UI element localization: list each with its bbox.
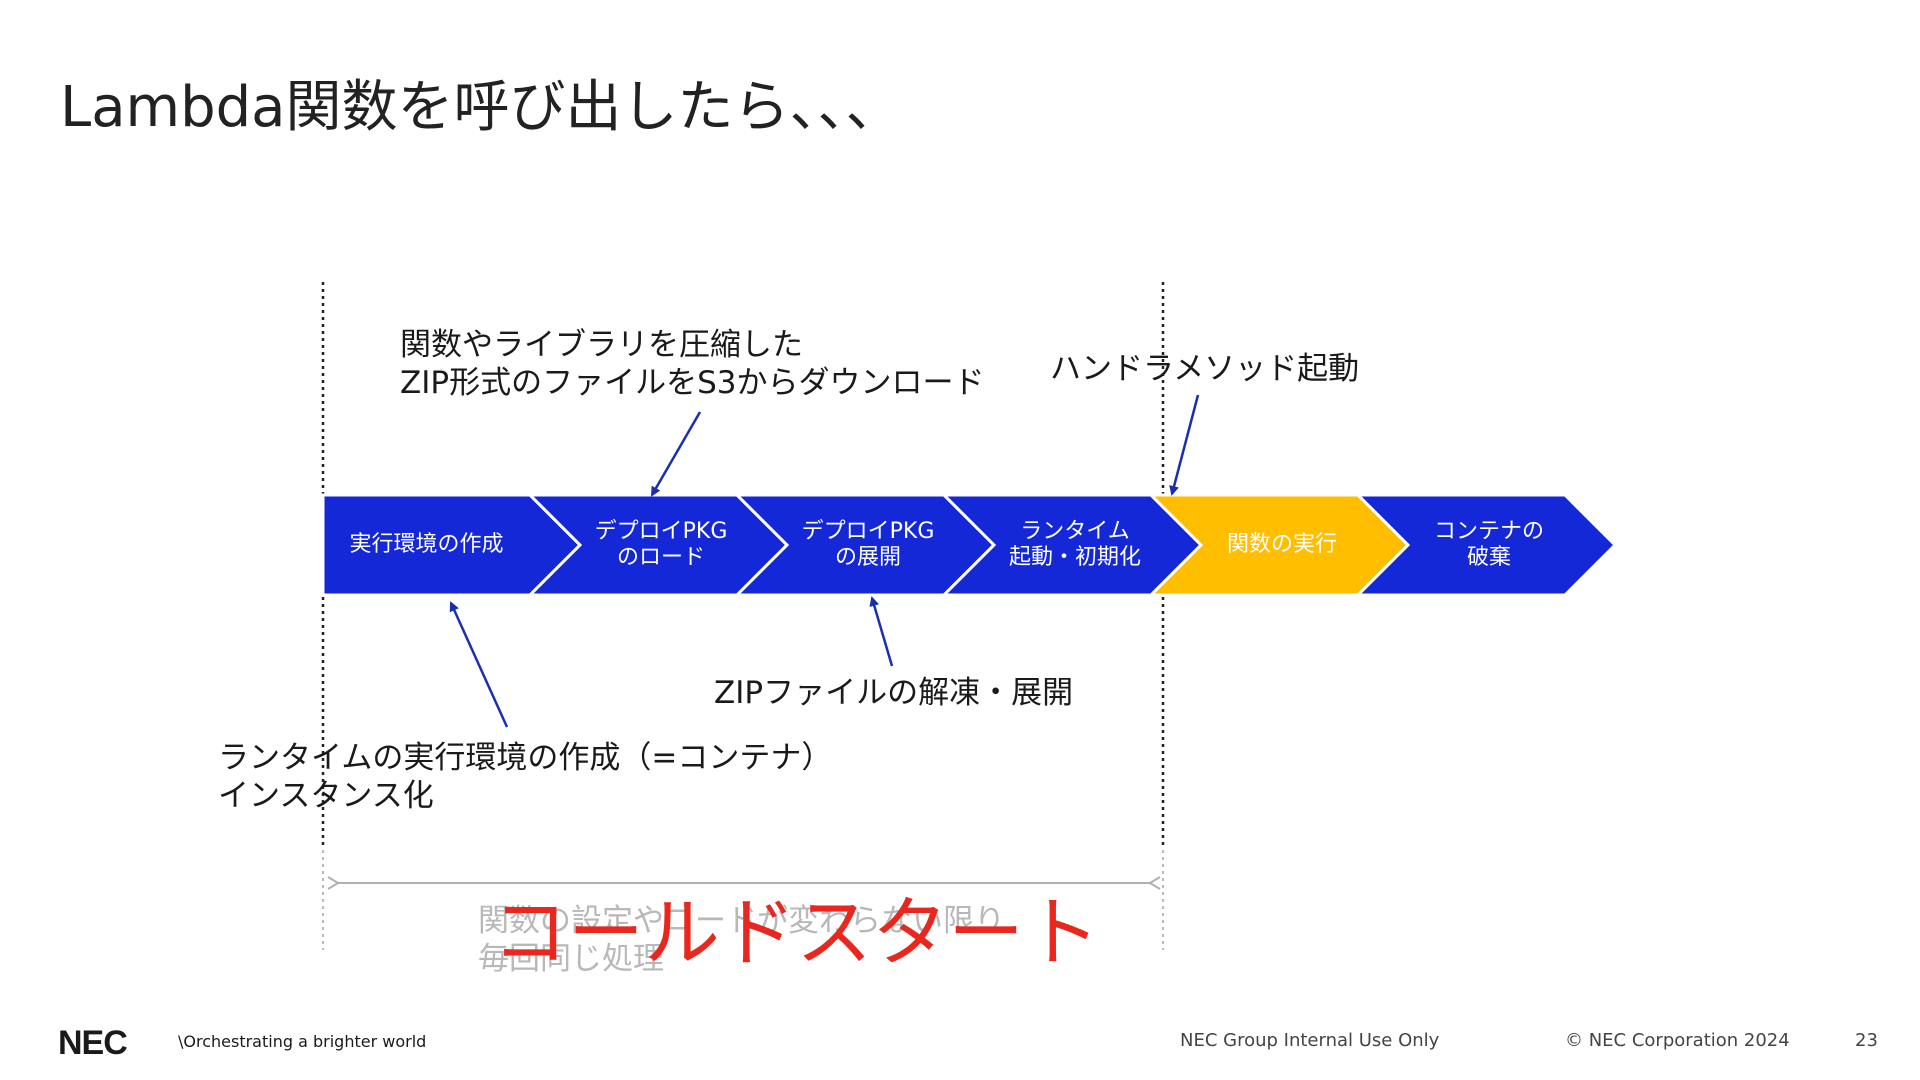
zip-download-annotation: 関数やライブラリを圧縮した ZIP形式のファイルをS3からダウンロード: [400, 327, 985, 401]
step-label-container-dispose: コンテナの 破棄: [1433, 519, 1544, 570]
zip-extract-annotation: ZIPファイルの解凍・展開: [714, 675, 1074, 711]
step-label-load-pkg: デプロイPKG のロード: [594, 519, 728, 570]
range-note: 関数の設定やコードが変わらない限り 毎回同じ処理: [478, 903, 1005, 977]
step-label-create-env: 実行環境の作成: [349, 532, 504, 557]
handler-start-arrow: [1169, 394, 1200, 496]
handler-start-annotation: ハンドラメソッド起動: [1050, 351, 1360, 387]
slide-title: Lambda関数を呼び出したら、、、: [60, 75, 902, 140]
step-chevron-container-dispose: [1354, 493, 1618, 597]
footer-internal-use: NEC Group Internal Use Only: [1180, 1030, 1440, 1051]
zip-download-arrow: [650, 411, 702, 497]
zip-extract-arrow: [869, 596, 894, 667]
step-label-runtime-init: ランタイム 起動・初期化: [1008, 519, 1141, 570]
page-number: 23: [1855, 1030, 1878, 1051]
step-label-extract-pkg: デプロイPKG の展開: [801, 519, 935, 570]
step-label-function-exec: 関数の実行: [1226, 532, 1337, 557]
runtime-create-annotation: ランタイムの実行環境の作成（=コンテナ） インスタンス化: [218, 740, 833, 814]
cold-start-label: コールドスタート: [492, 888, 1100, 977]
footer-copyright: © NEC Corporation 2024: [1565, 1030, 1790, 1051]
nec-logo: NEC: [58, 1024, 128, 1062]
runtime-create-arrow: [449, 601, 509, 728]
footer-tagline: \Orchestrating a brighter world: [178, 1032, 427, 1051]
